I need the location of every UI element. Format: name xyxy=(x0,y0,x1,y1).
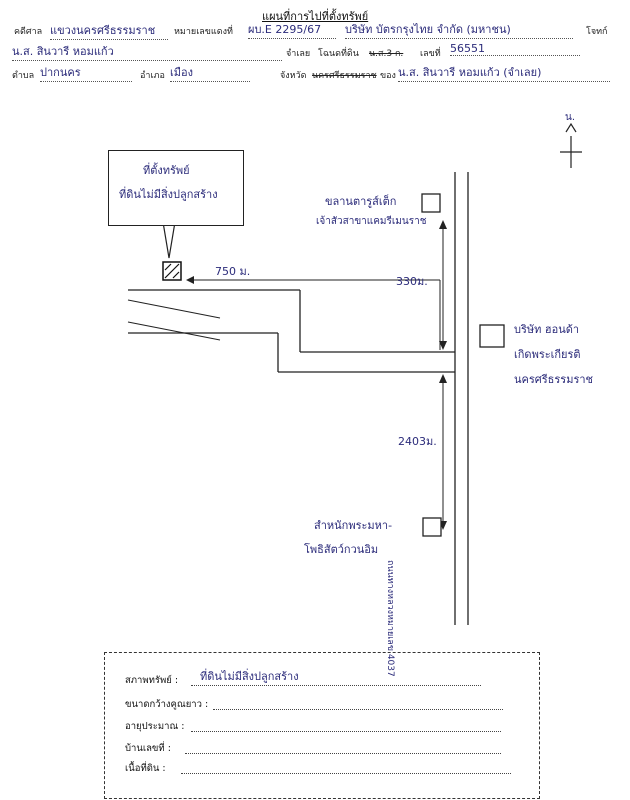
size-label: ขนาดกว้างคูณยาว : xyxy=(125,699,209,710)
court-value: แขวงนครศรีธรรมราช xyxy=(50,21,168,40)
house-no-underline xyxy=(185,753,501,754)
case-no-value: ผบ.E 2295/67 xyxy=(248,20,336,39)
landmark-2-line3: นครศรีธรรมราช xyxy=(514,373,594,386)
deed-no-value: 56551 xyxy=(450,42,580,56)
landmark-1-box xyxy=(421,193,441,213)
condition-value: ที่ดินไม่มีสิ่งปลูกสร้าง xyxy=(200,670,299,683)
landmark-1-line2: เจ้าสัวสาขาแคมรีเมนราช xyxy=(316,216,427,227)
property-callout: ที่ตั้งทรัพย์ ที่ดินไม่มีสิ่งปลูกสร้าง xyxy=(108,150,244,226)
deed-struck-text: น.ส.3 ก. xyxy=(369,49,404,59)
landmark-2-line1: บริษัท ฮอนด้า xyxy=(514,323,580,336)
plaintiff-value: บริษัท บัตรกรุงไทย จำกัด (มหาชน) xyxy=(345,20,573,39)
north-arrow-head xyxy=(565,122,577,133)
property-info-box: สภาพทรัพย์ : ที่ดินไม่มีสิ่งปลูกสร้าง ขน… xyxy=(104,652,540,799)
province-value: นครศรีธรรมราช xyxy=(312,71,377,81)
callout-pointer xyxy=(162,221,176,259)
side-road-edge-2 xyxy=(127,321,221,341)
condition-label: สภาพทรัพย์ : xyxy=(125,675,179,686)
plaintiff-label: โจทก์ xyxy=(586,27,608,37)
landmark-3-line1: สำหนักพระมหา- xyxy=(314,519,393,532)
deed-no-label: เลขที่ xyxy=(420,49,441,59)
landmark-2-line2: เกิดพระเกียรติ xyxy=(514,348,581,361)
district-label: อำเภอ xyxy=(140,71,165,81)
deed-label: โฉนดที่ดิน xyxy=(318,49,359,59)
size-underline xyxy=(213,709,503,710)
distance-2403-label: 2403ม. xyxy=(398,435,437,448)
distance-330-label: 330ม. xyxy=(396,275,428,288)
side-road-edge-1 xyxy=(127,299,221,319)
province-label: จังหวัด xyxy=(280,71,307,81)
distance-750-label: 750 ม. xyxy=(215,265,251,278)
subdistrict-label: ตำบล xyxy=(12,71,35,81)
area-label: เนื้อที่ดิน : xyxy=(125,763,166,774)
case-no-label: หมายเลขแดงที่ xyxy=(174,27,233,37)
age-underline xyxy=(191,731,501,732)
landmark-1-line1: ขลานตารูส์เต็ก xyxy=(325,195,397,208)
district-value: เมือง xyxy=(170,63,250,82)
document-title: แผนที่การไปที่ตั้งทรัพย์ xyxy=(262,10,369,23)
age-label: อายุประมาณ : xyxy=(125,721,185,732)
court-label: คดีศาล xyxy=(14,27,43,37)
owner-value: น.ส. สินวารี หอมแก้ว (จำเลย) xyxy=(398,63,610,82)
property-callout-line1: ที่ตั้งทรัพย์ xyxy=(143,164,190,177)
property-callout-line2: ที่ดินไม่มีสิ่งปลูกสร้าง xyxy=(119,188,218,201)
landmark-2-box xyxy=(479,324,505,348)
distance-750-arrowhead xyxy=(186,276,194,284)
condition-underline xyxy=(191,685,481,686)
defendant-value: น.ส. สินวารี หอมแก้ว xyxy=(12,42,282,61)
north-label: น. xyxy=(565,112,576,123)
landmark-3-box xyxy=(422,517,442,537)
house-no-label: บ้านเลขที่ : xyxy=(125,743,171,754)
landmark-3-line2: โพธิสัตว์กวนอิม xyxy=(304,543,379,556)
area-underline xyxy=(181,773,511,774)
owner-label: ของ xyxy=(380,71,396,81)
defendant-label: จำเลย xyxy=(286,49,311,59)
subdistrict-value: ปากนคร xyxy=(40,63,132,82)
